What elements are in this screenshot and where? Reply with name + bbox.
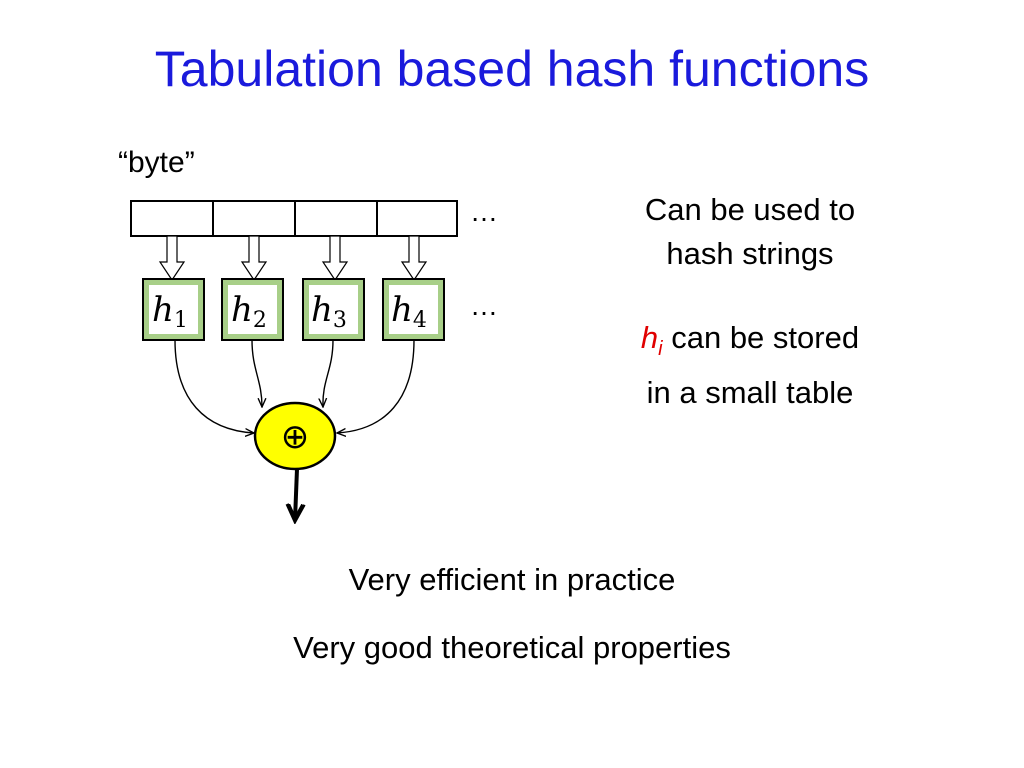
xor-symbol: ⊕ <box>281 417 310 457</box>
hash-index-2: 2 <box>253 308 267 333</box>
hash-index-4: 4 <box>413 308 427 333</box>
hash-letter-4: h <box>391 290 413 330</box>
hash-box-2: h2 <box>221 278 284 341</box>
output-arrow <box>295 468 297 520</box>
xor-node: ⊕ <box>253 401 337 471</box>
hash-index-3: 3 <box>333 308 347 333</box>
side-note-2-line-2: in a small table <box>646 375 854 411</box>
side-note-2-line-1: hi can be stored <box>580 316 920 371</box>
svg-text:h2: h2 <box>231 290 267 333</box>
svg-text:h3: h3 <box>311 290 347 333</box>
byte-cell-3 <box>294 200 378 237</box>
curve-arrow-2 <box>251 339 262 407</box>
curve-arrow-3 <box>323 339 334 407</box>
svg-text:h4: h4 <box>391 290 427 333</box>
hash-box-1: h1 <box>142 278 205 341</box>
byte-to-hash-arrows <box>158 235 428 282</box>
ellipsis-bottom: … <box>470 290 498 321</box>
hash-letter-2: h <box>231 290 253 330</box>
down-arrow-4 <box>400 235 428 282</box>
side-note-table: hi can be stored in a small table <box>580 316 920 415</box>
ellipsis-top: … <box>470 196 498 227</box>
side-note-strings: Can be used to hash strings <box>580 188 920 276</box>
hash-letter-3: h <box>311 290 333 330</box>
hash-box-4: h4 <box>382 278 445 341</box>
side-note-2-rest: can be stored <box>662 320 860 355</box>
hash-box-3: h3 <box>302 278 365 341</box>
down-arrow-1 <box>158 235 186 282</box>
byte-cell-2 <box>212 200 296 237</box>
down-arrow-3 <box>321 235 349 282</box>
bottom-note-theoretical: Very good theoretical properties <box>293 630 731 665</box>
side-note-1-line-2: hash strings <box>666 236 834 271</box>
svg-text:h1: h1 <box>152 290 188 333</box>
hash-index-1: 1 <box>174 308 188 333</box>
hash-boxes: h1 h2 h3 h4 <box>142 278 445 341</box>
byte-label: “byte” <box>118 146 195 179</box>
byte-cell-1 <box>130 200 214 237</box>
down-arrow-2 <box>240 235 268 282</box>
hash-to-xor-arrows <box>174 339 415 433</box>
byte-cell-4 <box>376 200 458 237</box>
curve-arrow-4 <box>337 339 415 433</box>
hi-var: hi <box>640 320 663 361</box>
bottom-note-efficient: Very efficient in practice <box>348 562 676 597</box>
hash-letter-1: h <box>152 290 174 330</box>
slide-title: Tabulation based hash functions <box>154 41 870 97</box>
curve-arrow-1 <box>174 339 254 433</box>
side-note-1-line-1: Can be used to <box>644 192 856 227</box>
byte-array <box>130 200 458 237</box>
